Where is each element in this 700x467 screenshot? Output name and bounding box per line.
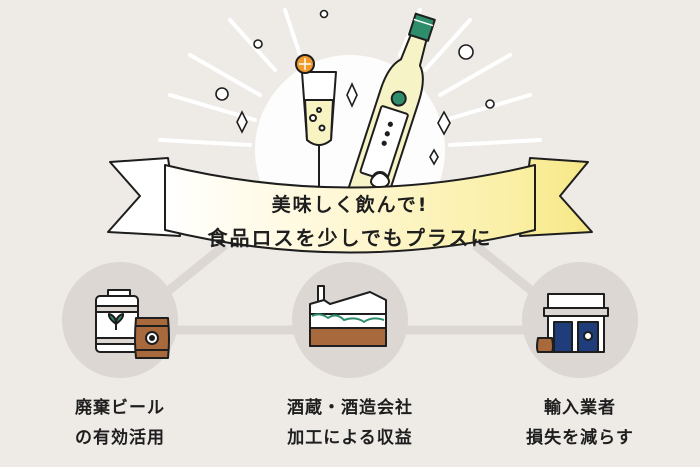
item-2-line-1: 酒蔵・酒造会社 <box>287 398 413 418</box>
item-1-line-2: の有効活用 <box>75 428 165 448</box>
item-1-line-1: 廃棄ビール <box>75 398 165 418</box>
item-1-caption: 廃棄ビール の有効活用 <box>30 393 210 453</box>
banner-line-2: 食品ロスを少しでもプラスに <box>207 226 493 250</box>
shop-icon <box>536 293 609 353</box>
sparkle-decorations <box>215 9 495 166</box>
beer-keg-barrel-icon <box>95 289 170 359</box>
ribbon-banner <box>107 157 593 254</box>
sake-bottle-icon <box>347 12 436 203</box>
item-2-line-2: 加工による収益 <box>287 428 413 448</box>
item-2-caption: 酒蔵・酒造会社 加工による収益 <box>260 393 440 453</box>
item-3-caption: 輸入業者 損失を減らす <box>490 393 670 453</box>
banner-subtitle: 食品ロスを少しでもプラスに <box>180 224 520 252</box>
item-3-line-2: 損失を減らす <box>526 428 634 448</box>
factory-icon <box>309 285 387 347</box>
banner-line-1: 美味しく飲んで! <box>271 194 429 216</box>
item-3-line-1: 輸入業者 <box>544 398 616 418</box>
banner-title: 美味しく飲んで! <box>180 192 520 218</box>
